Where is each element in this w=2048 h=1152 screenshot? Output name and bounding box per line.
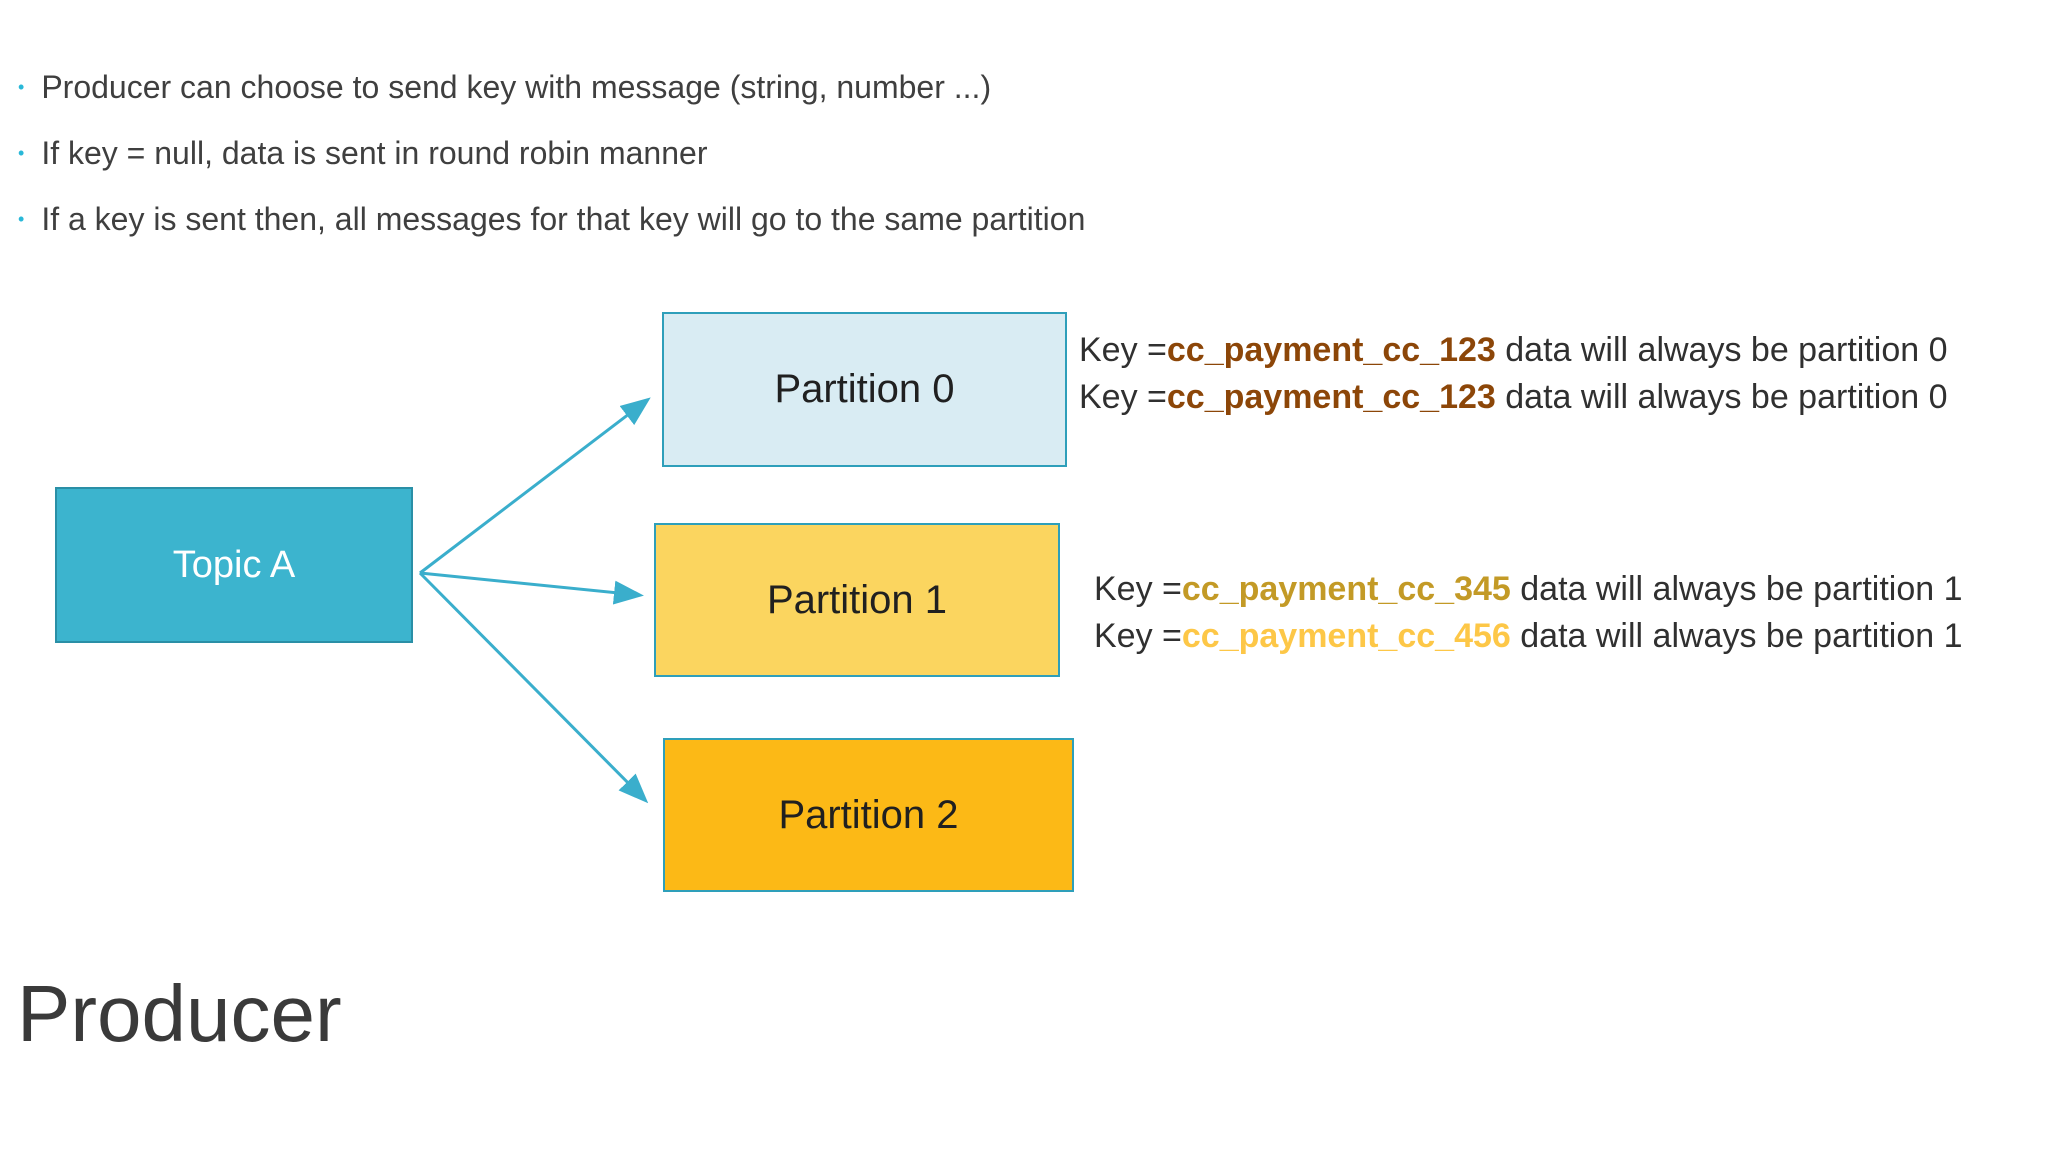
bullet-dot-icon: • — [18, 143, 25, 163]
partition-1-label: Partition 1 — [766, 577, 948, 622]
topic-a-label: Topic A — [172, 543, 296, 586]
partition-0-key-annotations: Key =cc_payment_cc_123 data will always … — [1079, 327, 1948, 421]
key-annotation-line: Key =cc_payment_cc_345 data will always … — [1094, 566, 1963, 613]
key-annotation-line: Key =cc_payment_cc_123 data will always … — [1079, 327, 1948, 374]
key-suffix: data will always be partition 0 — [1495, 331, 1948, 369]
key-prefix: Key = — [1094, 570, 1182, 608]
key-prefix: Key = — [1079, 378, 1167, 416]
bullet-text: Producer can choose to send key with mes… — [41, 69, 992, 105]
key-value: cc_payment_cc_345 — [1181, 570, 1511, 608]
bullet-list: • Producer can choose to send key with m… — [18, 70, 1085, 268]
key-value: cc_payment_cc_456 — [1181, 617, 1511, 655]
key-annotation-line: Key =cc_payment_cc_456 data will always … — [1094, 613, 1963, 660]
bullet-item: • If a key is sent then, all messages fo… — [18, 202, 1085, 242]
bullet-item: • Producer can choose to send key with m… — [18, 70, 1085, 110]
partition-1-box: Partition 1 — [654, 523, 1060, 677]
key-suffix: data will always be partition 0 — [1495, 378, 1948, 416]
page-title: Producer — [17, 969, 342, 1058]
key-annotation-line: Key =cc_payment_cc_123 data will always … — [1079, 374, 1948, 421]
topic-a-box: Topic A — [55, 487, 413, 643]
bullet-text: If a key is sent then, all messages for … — [41, 201, 1086, 237]
key-suffix: data will always be partition 1 — [1510, 570, 1963, 608]
key-value: cc_payment_cc_123 — [1166, 331, 1496, 369]
key-prefix: Key = — [1079, 331, 1167, 369]
bullet-item: • If key = null, data is sent in round r… — [18, 136, 1085, 176]
key-prefix: Key = — [1094, 617, 1182, 655]
partition-0-label: Partition 0 — [774, 367, 955, 411]
key-suffix: data will always be partition 1 — [1510, 617, 1963, 655]
arrow-topic-to-partition1 — [419, 571, 644, 605]
partition-1-key-annotations: Key =cc_payment_cc_345 data will always … — [1094, 566, 1963, 660]
partition-2-box: Partition 2 — [663, 738, 1074, 892]
key-value: cc_payment_cc_123 — [1166, 378, 1496, 416]
arrow-topic-to-partition2 — [418, 571, 649, 804]
bullet-dot-icon: • — [18, 77, 25, 97]
bullet-dot-icon: • — [18, 209, 25, 229]
arrow-topic-to-partition0 — [419, 397, 651, 575]
bullet-text: If key = null, data is sent in round rob… — [41, 135, 708, 171]
partition-0-box: Partition 0 — [662, 312, 1067, 467]
partition-2-label: Partition 2 — [778, 792, 959, 837]
